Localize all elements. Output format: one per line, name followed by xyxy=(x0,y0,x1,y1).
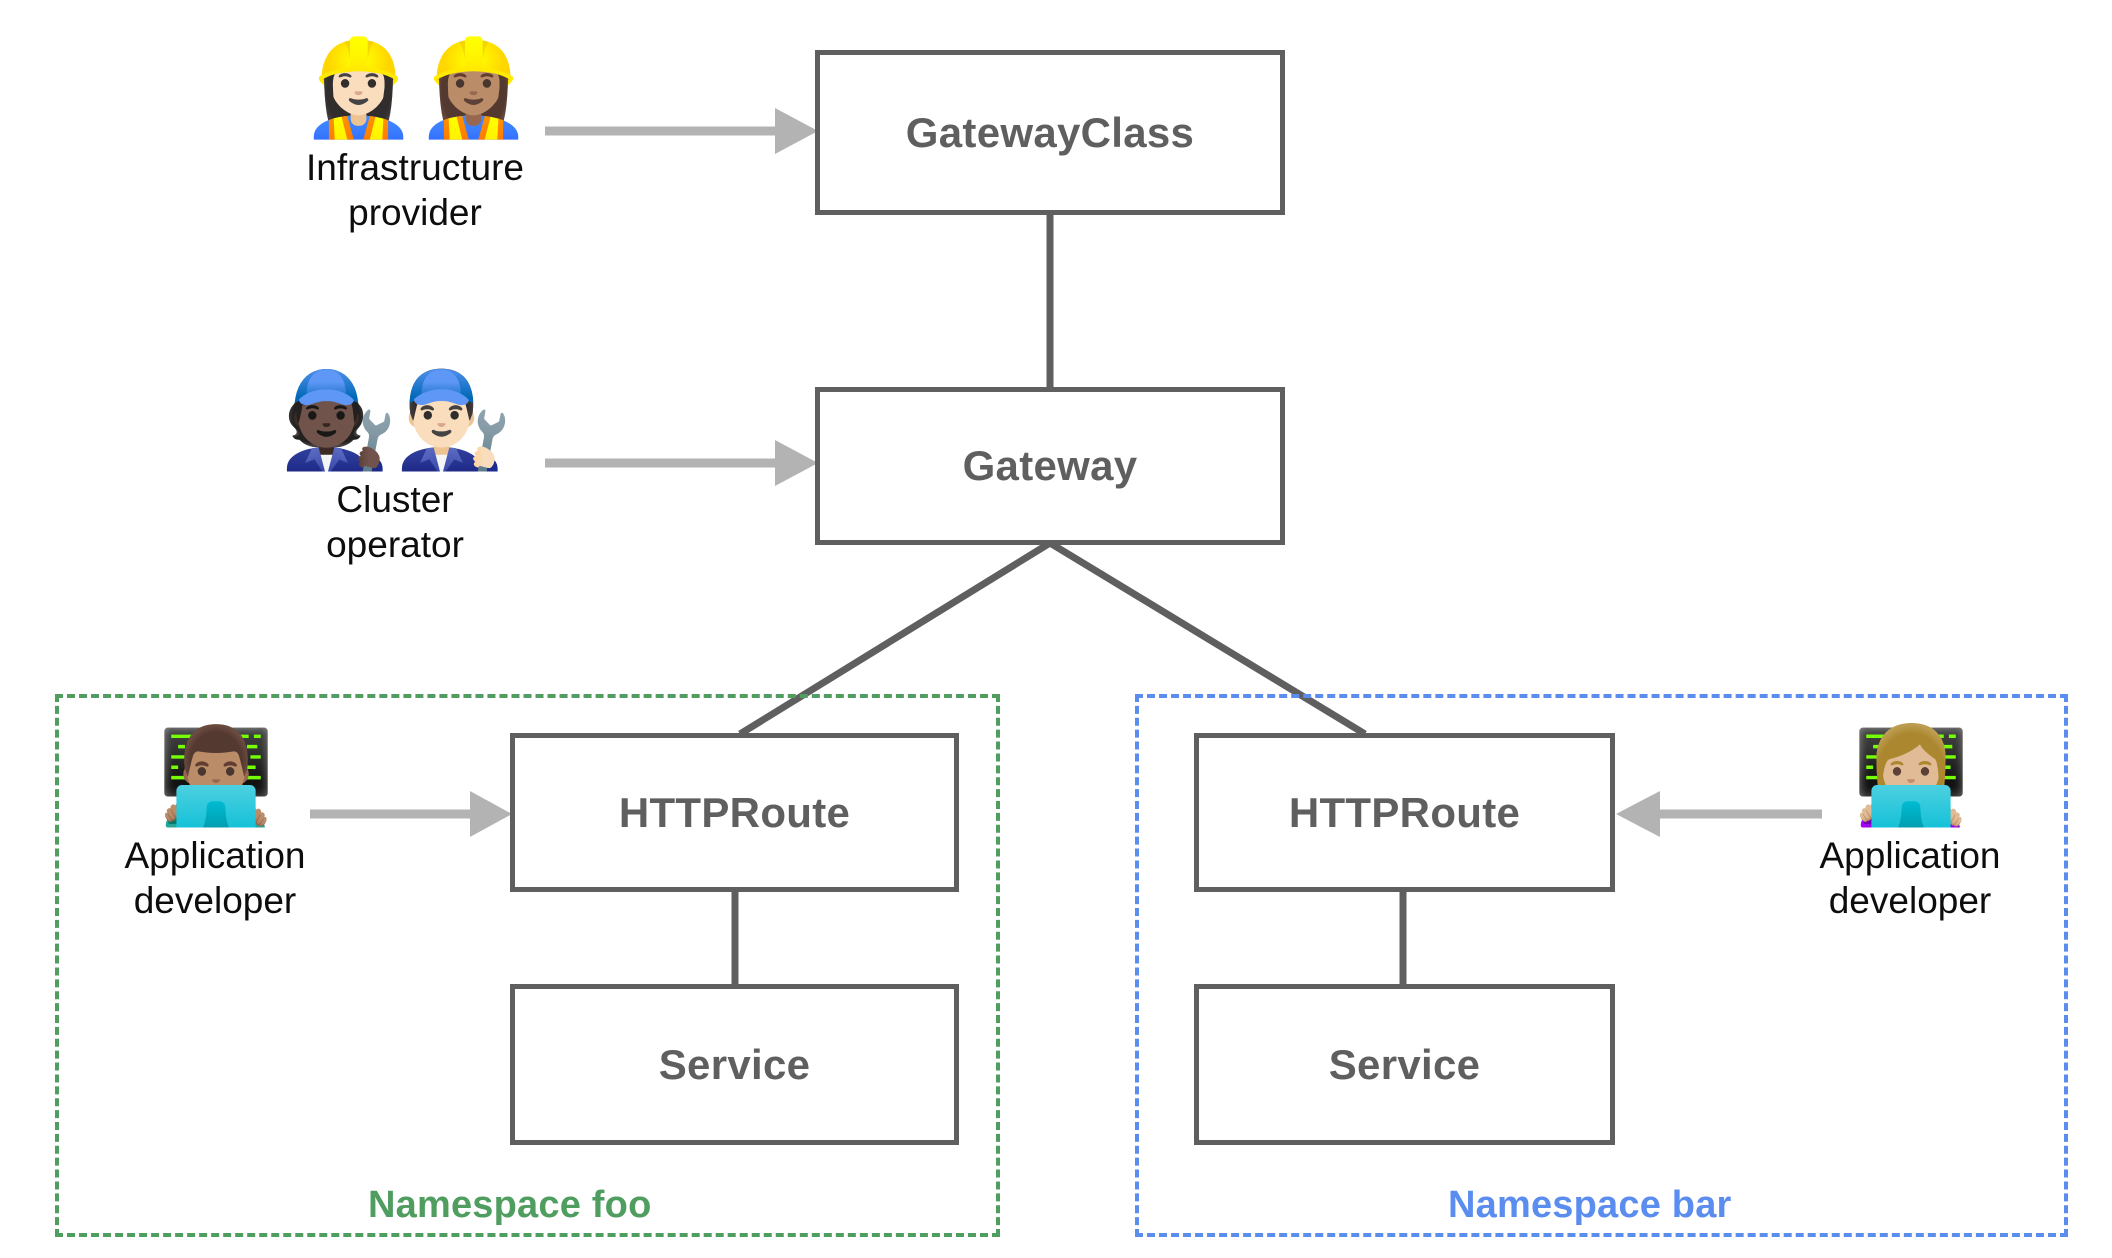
service-foo-label: Service xyxy=(658,1040,811,1088)
service-bar-box[interactable]: Service xyxy=(1194,984,1615,1145)
persona-infrastructure-provider-label: Infrastructure provider xyxy=(306,146,524,233)
gatewayclass-box[interactable]: GatewayClass xyxy=(815,50,1285,215)
arrow-cluster-operator-to-gateway xyxy=(545,440,818,486)
httproute-bar-box[interactable]: HTTPRoute xyxy=(1194,733,1615,892)
namespace-bar-frame xyxy=(1135,694,2068,1237)
persona-cluster-operator-label: Cluster operator xyxy=(326,478,464,565)
namespace-bar-label: Namespace bar xyxy=(1448,1184,1732,1226)
namespace-foo-frame xyxy=(55,694,1000,1237)
gatewayclass-label: GatewayClass xyxy=(905,108,1195,156)
persona-application-developer-foo: 👨🏽‍💻 Application developer xyxy=(100,722,330,923)
woman-technologist-emoji: 👩🏼‍💻 xyxy=(1852,722,1969,831)
namespace-foo-label: Namespace foo xyxy=(368,1184,652,1226)
persona-infrastructure-provider: 👷🏻‍♀️👷🏽‍♀️ Infrastructure provider xyxy=(270,34,560,235)
httproute-foo-box[interactable]: HTTPRoute xyxy=(510,733,959,892)
httproute-foo-label: HTTPRoute xyxy=(618,788,851,836)
service-foo-box[interactable]: Service xyxy=(510,984,959,1145)
gateway-box[interactable]: Gateway xyxy=(815,387,1285,545)
persona-application-developer-bar: 👩🏼‍💻 Application developer xyxy=(1795,722,2025,923)
arrow-infrastructure-provider-to-gatewayclass xyxy=(545,108,818,154)
service-bar-label: Service xyxy=(1328,1040,1481,1088)
mechanic-people-emoji: 🧑🏿‍🔧👨🏻‍🔧 xyxy=(279,366,512,475)
persona-application-developer-foo-label: Application developer xyxy=(124,834,306,921)
construction-worker-women-emoji: 👷🏻‍♀️👷🏽‍♀️ xyxy=(299,34,532,143)
persona-cluster-operator: 🧑🏿‍🔧👨🏻‍🔧 Cluster operator xyxy=(250,366,540,567)
gateway-label: Gateway xyxy=(962,442,1138,489)
persona-application-developer-bar-label: Application developer xyxy=(1819,834,2001,921)
httproute-bar-label: HTTPRoute xyxy=(1288,788,1521,836)
man-technologist-emoji: 👨🏽‍💻 xyxy=(157,722,274,831)
